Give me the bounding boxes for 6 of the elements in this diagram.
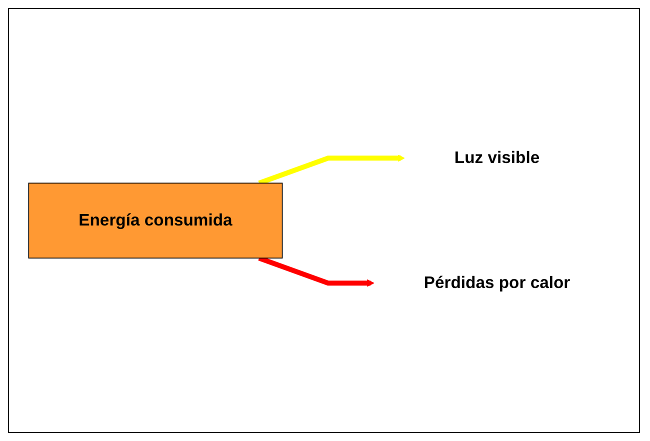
arrow (258, 256, 374, 287)
node-text: Luz visible (454, 148, 540, 168)
arrow (258, 154, 404, 186)
node-box (28, 182, 282, 258)
flow-diagram: Energía consumida Luz visible Pérdidas por calor (22, 114, 626, 328)
node-text: Pérdidas por calor (423, 274, 570, 292)
